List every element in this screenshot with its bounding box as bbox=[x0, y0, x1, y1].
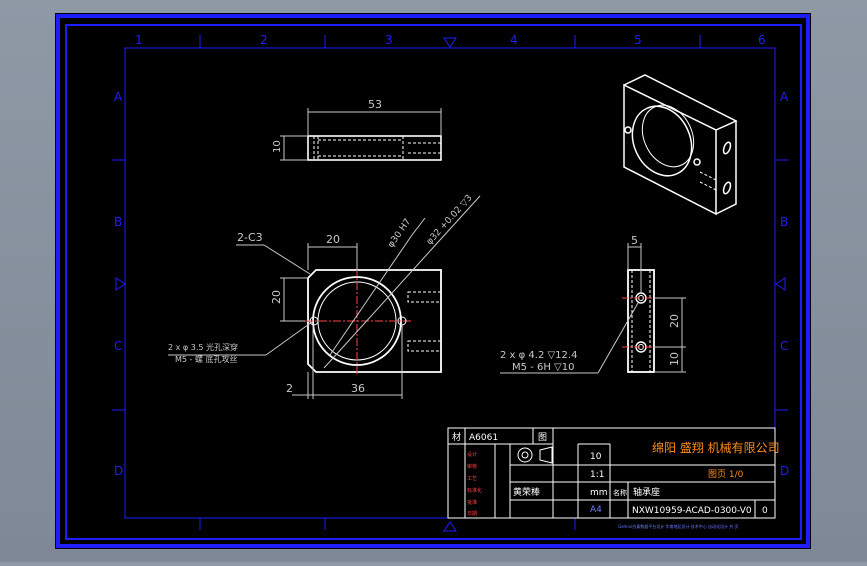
center-mark-right bbox=[775, 277, 786, 291]
tb-revision: 0 bbox=[762, 506, 768, 516]
tb-qty: 10 bbox=[590, 452, 602, 462]
iso-bore-back bbox=[641, 104, 695, 168]
top-view-outline bbox=[307, 135, 442, 161]
tb-size: A4 bbox=[590, 505, 602, 515]
row-ticks bbox=[112, 159, 788, 411]
front-chamfer-label: 2-C3 bbox=[237, 231, 263, 244]
tb-part-name: 轴承座 bbox=[633, 486, 660, 498]
col-label-2: 2 bbox=[260, 33, 268, 47]
top-dim-height: 10 bbox=[272, 140, 283, 153]
column-ticks bbox=[199, 35, 701, 530]
center-mark-top bbox=[443, 37, 457, 48]
title-block-text: 材 A6061 图 绵阳 盛翔 机械有限公司 图页 1/0 10 1:1 mm … bbox=[452, 431, 780, 529]
tb-side-label-0: 设计 bbox=[467, 451, 477, 458]
tb-side-label-5: 日期 bbox=[467, 511, 477, 517]
row-label-d-right: D bbox=[780, 464, 789, 478]
row-label-a-left: A bbox=[114, 90, 123, 104]
tb-designer: 黄荣棒 bbox=[513, 486, 540, 498]
front-note-line2: M5 - 螺 底孔攻丝 bbox=[175, 354, 238, 364]
side-view: 5 20 10 2 x φ 4.2 ▽12.4 M5 - 6H ▽10 bbox=[500, 234, 686, 374]
side-note-line2: M5 - 6H ▽10 bbox=[512, 362, 574, 373]
isometric-view bbox=[623, 74, 738, 216]
front-dim-top: 20 bbox=[326, 233, 340, 246]
inner-frame-outer bbox=[65, 24, 802, 540]
tb-side-label-3: 标准化 bbox=[467, 487, 482, 494]
tb-side-label-1: 审核 bbox=[467, 463, 477, 470]
side-dim-top: 5 bbox=[631, 234, 638, 247]
row-label-c-right: C bbox=[780, 339, 788, 353]
col-label-6: 6 bbox=[758, 33, 766, 47]
tb-part-prefix: 名称 bbox=[613, 488, 627, 497]
tb-drawing-no: NXW10959-ACAD-0300-V0 bbox=[632, 506, 752, 516]
col-label-3: 3 bbox=[385, 33, 393, 47]
side-dim-mid: 20 bbox=[668, 314, 681, 328]
sheet-background bbox=[55, 13, 811, 549]
tb-material: A6061 bbox=[469, 433, 498, 443]
top-view: 53 10 bbox=[272, 98, 442, 161]
row-label-b-left: B bbox=[114, 215, 122, 229]
col-label-5: 5 bbox=[634, 33, 642, 47]
column-labels: 1 2 3 4 5 6 bbox=[135, 33, 766, 47]
tb-side-label-4: 批准 bbox=[467, 499, 477, 506]
top-dim-width: 53 bbox=[368, 98, 382, 111]
row-label-b-right: B bbox=[780, 215, 788, 229]
row-labels: A B C D A B C D bbox=[114, 90, 789, 478]
tb-footer: Gemini仿真数据平台设计 华南地区设计 技术中心 自动化设计 共 页 bbox=[618, 523, 739, 529]
front-dim-left: 20 bbox=[270, 290, 283, 304]
tb-mat-cell: 材 bbox=[452, 431, 461, 443]
row-label-d-left: D bbox=[114, 464, 123, 478]
iso-top-face bbox=[623, 74, 738, 131]
title-block-frame bbox=[447, 427, 776, 519]
tb-unit: mm bbox=[590, 488, 608, 498]
side-note-line1: 2 x φ 4.2 ▽12.4 bbox=[500, 350, 577, 361]
iso-side-face bbox=[715, 121, 737, 215]
col-label-4: 4 bbox=[510, 33, 518, 47]
tb-scale-label: 图页 1/0 bbox=[708, 469, 744, 480]
side-dim-low: 10 bbox=[668, 352, 681, 366]
title-block bbox=[447, 427, 776, 519]
row-label-c-left: C bbox=[114, 339, 122, 353]
tb-top-right-cell: 图 bbox=[538, 432, 547, 443]
tb-scale: 1:1 bbox=[590, 470, 604, 480]
iso-bore-front bbox=[631, 105, 693, 177]
tb-company: 绵阳 盛翔 机械有限公司 bbox=[652, 440, 780, 455]
row-label-a-right: A bbox=[780, 90, 789, 104]
projection-symbol-icon bbox=[517, 446, 553, 464]
front-note-line1: 2 x φ 3.5 光孔深穿 bbox=[168, 342, 238, 352]
col-label-1: 1 bbox=[135, 33, 143, 47]
front-dim-bottom-left: 2 bbox=[286, 382, 293, 395]
center-mark-bottom bbox=[443, 521, 457, 532]
center-mark-left bbox=[115, 277, 126, 291]
tb-side-label-2: 工艺 bbox=[467, 476, 477, 482]
front-dim-bottom: 36 bbox=[351, 382, 365, 395]
sheet-border bbox=[56, 14, 810, 548]
